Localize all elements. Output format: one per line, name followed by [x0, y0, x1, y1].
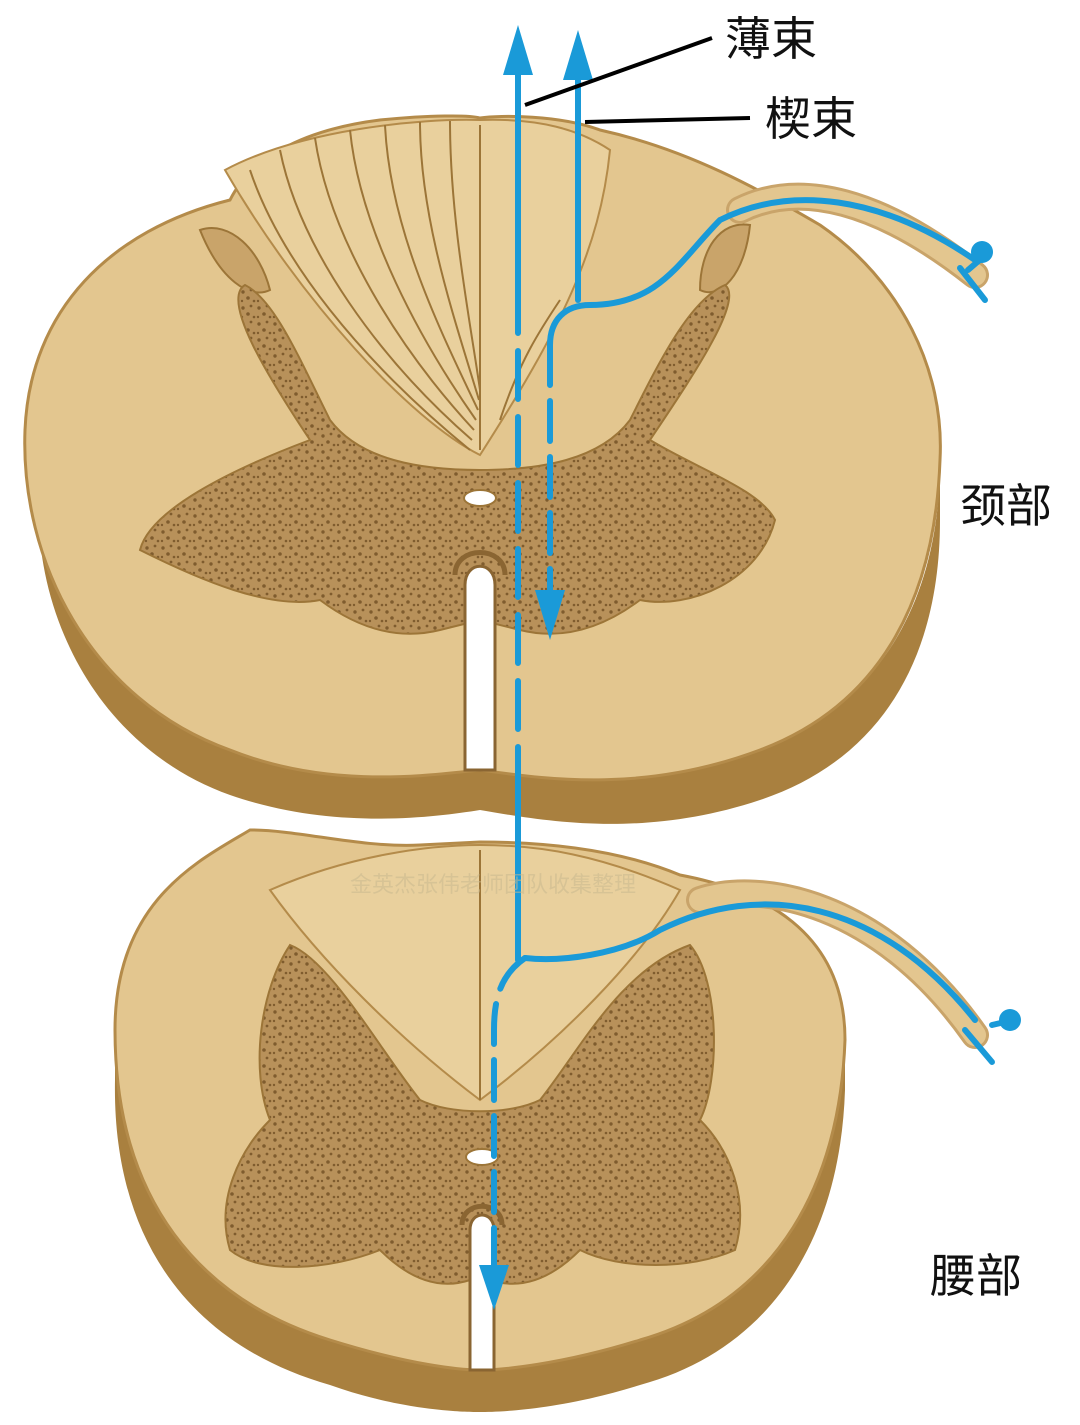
- cuneatus-arrow-up-icon: [563, 30, 593, 80]
- cuneatus-leader-line: [585, 118, 750, 122]
- fasciculus-gracilis-label: 薄束: [725, 12, 817, 66]
- cervical-anterior-fissure: [465, 566, 495, 770]
- lumbar-label: 腰部: [930, 1249, 1022, 1303]
- lumbar-section: [115, 830, 845, 1412]
- gracilis-arrow-up-icon: [503, 25, 533, 75]
- watermark-text: 金英杰张伟老师团队收集整理: [350, 873, 636, 898]
- cervical-section: [25, 116, 941, 824]
- cervical-central-canal: [464, 490, 496, 506]
- ganglion-neurons: [960, 258, 1005, 1062]
- cervical-label: 颈部: [960, 479, 1052, 533]
- gracilis-leader-line: [525, 38, 712, 105]
- fasciculus-cuneatus-label: 楔束: [765, 92, 857, 146]
- cervical-ganglion-cell-icon: [971, 241, 993, 263]
- lumbar-ganglion-cell-icon: [999, 1009, 1021, 1031]
